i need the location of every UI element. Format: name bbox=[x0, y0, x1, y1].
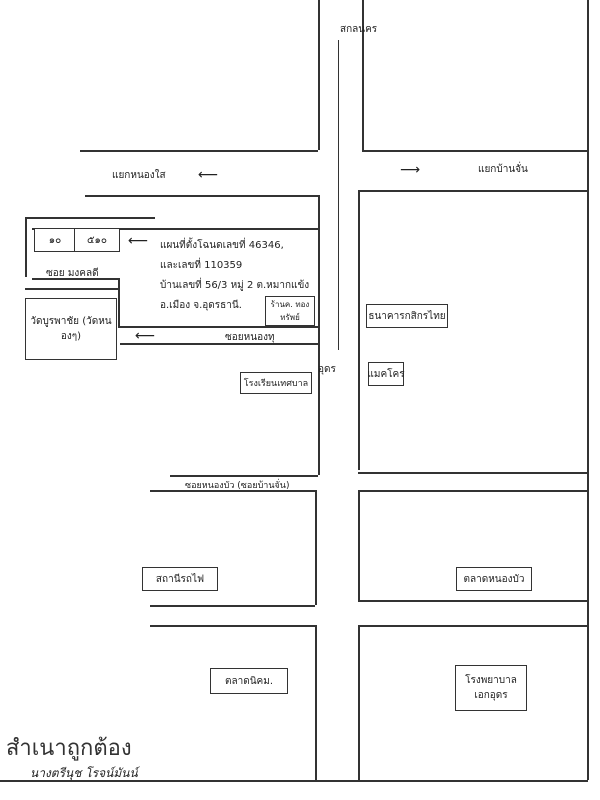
road-edge bbox=[358, 490, 360, 600]
road-edge bbox=[118, 326, 318, 328]
landmark-temple: วัดบูรพาชัย (วัดหนองๆ) bbox=[25, 298, 117, 360]
landmark-market-nikhom: ตลาดนิคม. bbox=[210, 668, 288, 694]
road-edge bbox=[315, 490, 317, 605]
plot-right: ๕๑๐ bbox=[74, 228, 120, 252]
label-east-junction: แยกบ้านจั่น bbox=[478, 164, 528, 175]
road-edge bbox=[362, 150, 587, 152]
landmark-market-nongbua: ตลาดหนองบัว bbox=[456, 567, 532, 591]
desc-line: และเลขที่ 110359 bbox=[160, 260, 243, 271]
road-edge bbox=[25, 217, 155, 219]
arrow-vertical-icon bbox=[338, 40, 349, 350]
road-edge bbox=[118, 278, 120, 326]
arrow-left-icon: ⟵ bbox=[198, 167, 219, 183]
road-edge bbox=[318, 0, 320, 150]
plot-right-label: ๕๑๐ bbox=[86, 234, 108, 246]
road-edge bbox=[32, 278, 118, 280]
label-north: สกลนคร bbox=[340, 24, 378, 35]
road-edge bbox=[358, 190, 360, 470]
temple-label: วัดบูรพาชัย (วัดหนองๆ) bbox=[30, 316, 112, 342]
road-edge bbox=[150, 605, 315, 607]
road-edge bbox=[80, 150, 318, 152]
landmark-station: สถานีรถไฟ bbox=[142, 567, 218, 591]
arrow-left-icon: ⟵ bbox=[128, 233, 149, 249]
label-south: อุดร bbox=[318, 364, 336, 375]
road-edge bbox=[25, 288, 120, 290]
signature: นางตรีนุช โรจน์มันน์ bbox=[30, 766, 138, 780]
bank-label: ธนาคารกสิกรไทย bbox=[368, 310, 446, 322]
road-edge bbox=[120, 343, 318, 345]
road-edge bbox=[358, 472, 588, 474]
label-soi-nongbua: ซอยหนองบัว (ซอยบ้านจั่น) bbox=[185, 481, 290, 491]
plot-left-label: ๑๐ bbox=[48, 234, 62, 246]
landmark-makro: แมคโคร bbox=[367, 362, 405, 386]
plot-left: ๑๐ bbox=[34, 228, 76, 252]
makro-label: แมคโคร bbox=[367, 368, 405, 380]
landmark-school: โรงเรียนเทศบาล bbox=[240, 372, 312, 394]
road-edge bbox=[358, 600, 588, 602]
landmark-bank: ธนาคารกสิกรไทย bbox=[366, 304, 448, 328]
desc-line: บ้านเลขที่ 56/3 หมู่ 2 ต.หมากแข้ง bbox=[160, 280, 310, 291]
road-edge bbox=[150, 625, 315, 627]
landmark-shop: ร้านค. ทองทรัพย์ bbox=[265, 296, 315, 326]
page-border bbox=[0, 780, 588, 782]
hospital-label: โรงพยาบาล เอกอุดร bbox=[465, 675, 517, 701]
desc-line: อ.เมือง จ.อุดรธานี. bbox=[160, 300, 242, 311]
road-edge bbox=[315, 625, 317, 780]
market-nikhom-label: ตลาดนิคม. bbox=[224, 675, 274, 687]
road-edge bbox=[318, 195, 320, 475]
location-description: แผนที่ตั้งโฉนดเลขที่ 46346, และเลขที่ 11… bbox=[160, 236, 309, 316]
road-edge bbox=[32, 228, 318, 230]
road-edge bbox=[150, 490, 315, 492]
road-edge bbox=[358, 190, 588, 192]
label-west-junction: แยกหนองใส bbox=[112, 170, 166, 181]
school-label: โรงเรียนเทศบาล bbox=[243, 379, 309, 389]
road-edge bbox=[25, 217, 27, 277]
landmark-hospital: โรงพยาบาล เอกอุดร bbox=[455, 665, 527, 711]
road-edge bbox=[358, 625, 588, 627]
market-nongbua-label: ตลาดหนองบัว bbox=[463, 573, 525, 585]
road-edge bbox=[170, 475, 318, 477]
arrow-right-icon: ⟶ bbox=[400, 162, 421, 178]
road-edge bbox=[362, 0, 364, 150]
road-edge bbox=[358, 625, 360, 780]
certification-stamp: สำเนาถูกต้อง bbox=[6, 736, 132, 761]
page-border bbox=[587, 0, 589, 780]
label-soi-mongkol: ซอย มงคลดี bbox=[46, 268, 99, 279]
road-edge bbox=[85, 195, 318, 197]
road-edge bbox=[358, 490, 588, 492]
shop-label: ร้านค. ทองทรัพย์ bbox=[270, 300, 310, 322]
desc-line: แผนที่ตั้งโฉนดเลขที่ 46346, bbox=[160, 240, 284, 251]
label-soi-nongtu: ซอยหนองทุ bbox=[225, 332, 275, 343]
arrow-left-icon: ⟵ bbox=[135, 328, 156, 344]
station-label: สถานีรถไฟ bbox=[155, 573, 205, 585]
